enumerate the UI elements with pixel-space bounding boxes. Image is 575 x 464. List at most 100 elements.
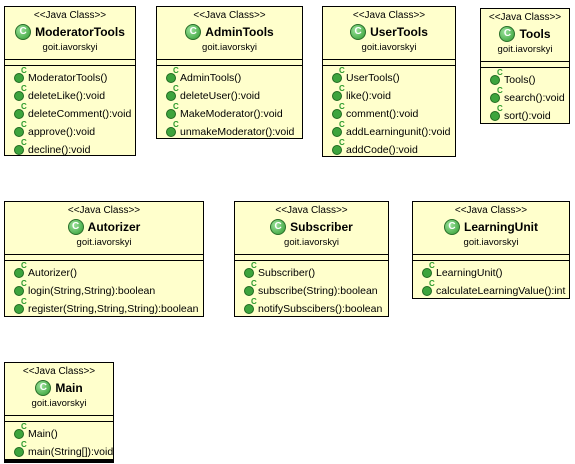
constructor-marker: C (21, 261, 27, 270)
public-method-icon: C (14, 298, 27, 314)
constructor-marker: C (173, 84, 179, 93)
package-label: goit.iavorskyi (284, 237, 339, 248)
public-method-icon: C (332, 67, 345, 83)
constructor-marker: C (21, 297, 27, 306)
package-label: goit.iavorskyi (31, 398, 87, 409)
operation-signature: Main() (28, 428, 58, 440)
class-name: UserTools (370, 25, 428, 39)
public-method-icon: C (244, 298, 257, 314)
public-method-icon: C (166, 103, 179, 119)
operation-signature: register(String,String,String):boolean (28, 303, 199, 315)
constructor-marker: C (339, 138, 345, 147)
class-name: Autorizer (87, 220, 141, 234)
operation-signature: comment():void (346, 108, 419, 120)
constructor-marker: C (21, 102, 27, 111)
public-method-icon: C (166, 85, 179, 101)
public-method-icon: C (422, 262, 435, 278)
operation-signature: Autorizer() (28, 267, 78, 279)
package-label: goit.iavorskyi (42, 42, 98, 53)
operation-signature: subscribe(String):boolean (258, 285, 378, 297)
operation-signature: addLearningunit():void (346, 126, 451, 138)
operation-signature: LearningUnit() (436, 267, 503, 279)
compartment-divider (5, 421, 113, 422)
public-method-icon: C (14, 103, 27, 119)
constructor-marker: C (21, 422, 27, 431)
class-name: Tools (519, 27, 551, 41)
constructor-marker: C (339, 66, 345, 75)
public-method-icon: C (332, 85, 345, 101)
constructor-marker: C (429, 261, 435, 270)
operation-signature: addCode():void (346, 144, 418, 156)
public-method-icon: C (332, 139, 345, 155)
attributes-compartment (5, 415, 113, 421)
constructor-marker: C (497, 104, 503, 113)
operation-signature: notifySubscibers():boolean (258, 303, 383, 315)
operation-signature: AdminTools() (180, 72, 242, 84)
constructor-marker: C (21, 120, 27, 129)
compartment-divider (323, 65, 455, 66)
operation-signature: Subscriber() (258, 267, 316, 279)
class-name: LearningUnit (464, 220, 538, 234)
compartment-divider (5, 65, 135, 66)
compartment-divider (5, 260, 203, 261)
class-icon: C (350, 24, 367, 40)
public-method-icon: C (166, 121, 179, 137)
constructor-marker: C (21, 138, 27, 147)
operation-signature: sort():void (504, 110, 551, 122)
stereotype-label: <<Java Class>> (275, 205, 348, 216)
operation-signature: calculateLearningValue():int (436, 285, 566, 297)
public-method-icon: C (14, 139, 27, 155)
operation-signature: unmakeModerator():void (180, 126, 295, 138)
constructor-marker: C (339, 120, 345, 129)
public-method-icon: C (422, 280, 435, 296)
attributes-compartment (157, 59, 302, 65)
operation-signature: main(String[]):void (28, 446, 114, 458)
